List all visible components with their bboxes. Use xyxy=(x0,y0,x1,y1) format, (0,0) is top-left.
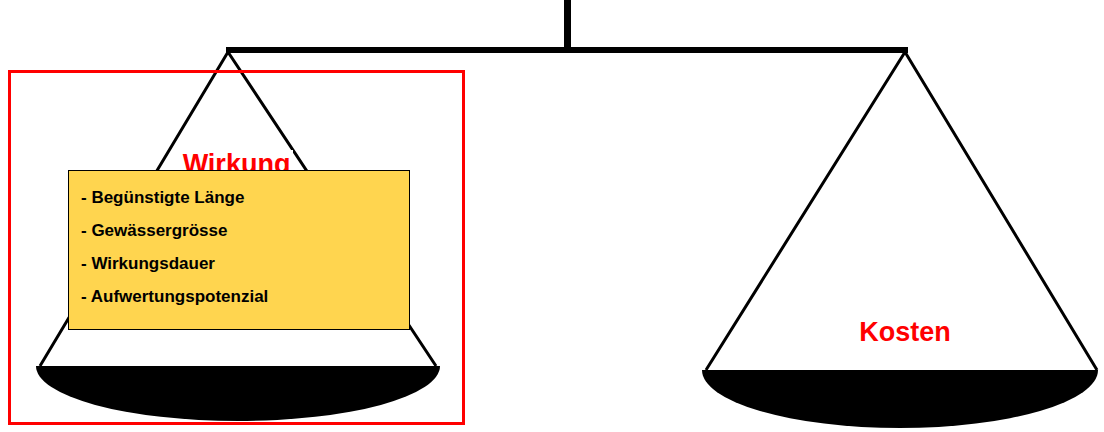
criterion-text: - Gewässergrösse xyxy=(81,214,397,247)
left-pan-bowl xyxy=(36,366,440,421)
cost-label: Kosten xyxy=(859,318,951,348)
right-pan-strings xyxy=(706,52,1097,370)
criterion-text: - Begünstigte Länge xyxy=(81,181,397,214)
scale-post xyxy=(564,0,571,50)
criterion-text: - Wirkungsdauer xyxy=(81,247,397,280)
left-pan-strings xyxy=(40,52,436,366)
criteria-box: - Begünstigte Länge- Gewässergrösse- Wir… xyxy=(68,170,410,330)
scale-beam xyxy=(226,47,908,53)
criterion-text: - Aufwertungspotenzial xyxy=(81,280,397,313)
effect-frame: Wirkung- Begünstigte Länge- Gewässergrös… xyxy=(8,70,465,425)
right-pan-bowl xyxy=(702,370,1098,428)
